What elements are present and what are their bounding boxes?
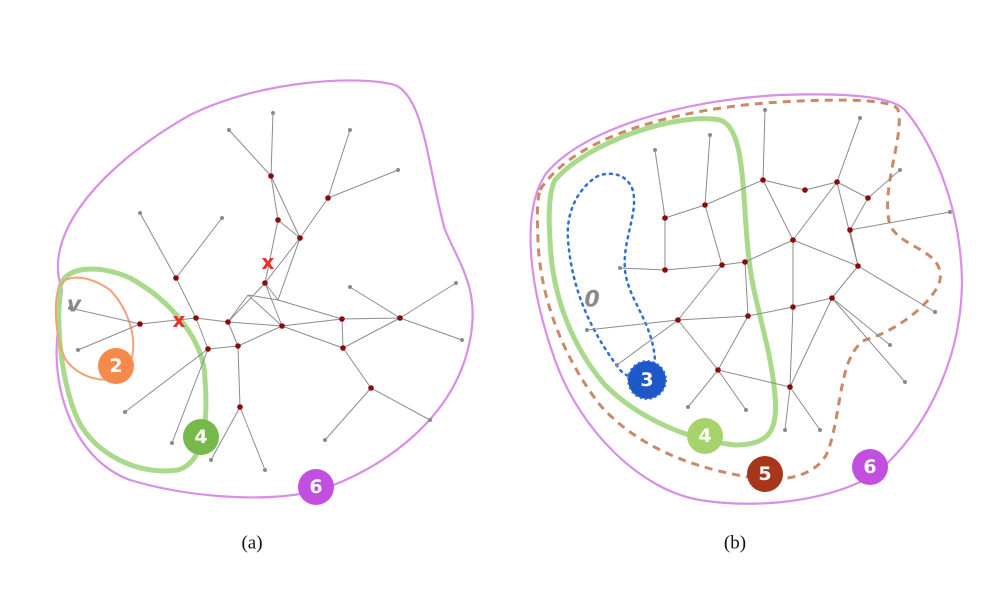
panel-a-badge-2: 2 — [98, 348, 134, 384]
panel-b-badge-3-label: 3 — [640, 369, 653, 391]
panel-a-cut-mark-2: x — [173, 308, 186, 332]
panel-b-leaf-nodes — [585, 108, 952, 432]
panel-b-badge-4-label: 4 — [698, 425, 711, 447]
panel-b-vertex-label: 0 — [584, 288, 599, 313]
panel-a-internal-nodes — [137, 173, 403, 410]
panel-a-vertex-label: v — [67, 293, 82, 318]
panel-a-caption: (a) — [241, 533, 262, 554]
panel-a-region-6-boundary — [55, 79, 474, 499]
panel-b-region-5-boundary — [535, 98, 942, 481]
panel-b-internal-nodes — [662, 177, 871, 390]
panel-a-badge-2-label: 2 — [109, 355, 122, 377]
panel-b-badge-5: 5 — [747, 456, 783, 492]
panel-a-badge-4: 4 — [183, 419, 219, 455]
panel-b-badge-6: 6 — [852, 449, 888, 485]
panel-b-caption: (b) — [724, 533, 746, 554]
panel-a-badge-4-label: 4 — [194, 426, 207, 448]
panel-b-badge-3: 3 — [627, 360, 667, 400]
panel-b-badge-5-label: 5 — [758, 463, 771, 485]
panel-a-edges — [69, 112, 463, 471]
panel-a: x x v 2 4 6 (a) — [54, 79, 474, 554]
panel-a-cut-mark-1: x — [262, 250, 275, 274]
panel-b-badge-4: 4 — [687, 418, 723, 454]
panel-b-region-6-boundary — [529, 93, 964, 505]
panel-b-region-3-path — [566, 172, 657, 380]
panel-a-leaf-nodes — [68, 111, 464, 472]
panel-b-region-4-boundary — [546, 116, 779, 448]
panel-b: 0 3 4 5 6 (b) — [529, 93, 964, 554]
panel-b-badge-6-label: 6 — [863, 456, 876, 478]
panel-a-badge-6: 6 — [298, 469, 334, 505]
panel-b-edges — [586, 109, 951, 431]
panel-a-badge-6-label: 6 — [309, 476, 322, 498]
